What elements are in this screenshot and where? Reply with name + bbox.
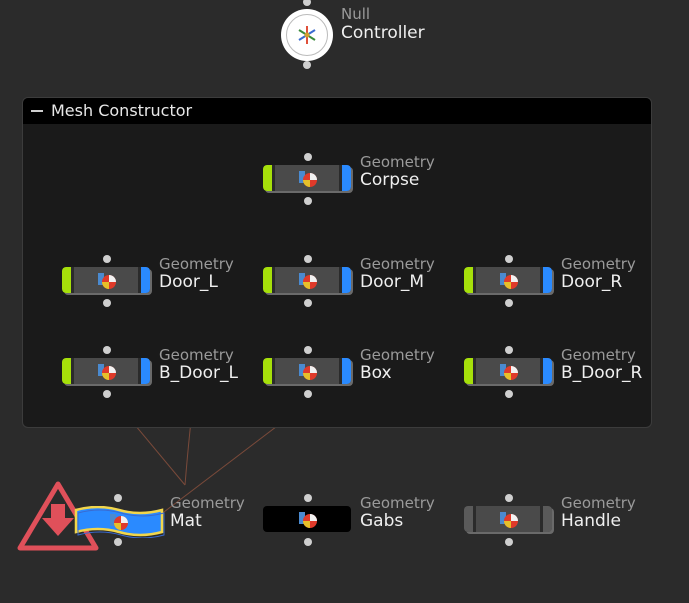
node-body[interactable]: [263, 358, 351, 384]
render-flag[interactable]: [339, 358, 351, 384]
node-name-label: Box: [360, 363, 392, 383]
controller-name-label: Controller: [341, 23, 425, 43]
geometry-node-icon: [110, 514, 128, 530]
node-name-label: Handle: [561, 511, 621, 531]
render-flag[interactable]: [138, 358, 150, 384]
display-flag[interactable]: [263, 267, 275, 293]
output-connector[interactable]: [304, 538, 312, 546]
controller-type-label: Null: [341, 5, 371, 23]
geometry-node-icon: [500, 364, 518, 380]
input-connector[interactable]: [505, 346, 513, 354]
display-flag[interactable]: [62, 267, 74, 293]
render-flag[interactable]: [540, 358, 552, 384]
node-body[interactable]: [263, 506, 351, 532]
output-connector[interactable]: [103, 390, 111, 398]
node-name-label: Door_L: [159, 272, 218, 292]
geometry-node-icon: [299, 171, 317, 187]
geometry-node-icon: [500, 273, 518, 289]
node-type-label: Geometry: [561, 494, 636, 512]
node-name-label: Door_M: [360, 272, 425, 292]
node-body[interactable]: [464, 267, 552, 293]
null-node-icon: [298, 26, 316, 44]
node-mat[interactable]: Geometry Mat: [73, 494, 245, 546]
controller-null-node[interactable]: [281, 9, 333, 61]
output-connector[interactable]: [304, 299, 312, 307]
render-flag[interactable]: [540, 267, 552, 293]
node-gabs[interactable]: Geometry Gabs: [263, 494, 435, 546]
controller-output[interactable]: [303, 61, 311, 69]
node-name-label: Mat: [170, 511, 202, 531]
node-body[interactable]: [62, 358, 150, 384]
display-flag[interactable]: [62, 358, 74, 384]
node-name-label: Corpse: [360, 170, 420, 190]
node-name-label: B_Door_R: [561, 363, 643, 383]
node-type-label: Geometry: [159, 346, 234, 364]
controller-input[interactable]: [303, 0, 311, 6]
render-flag[interactable]: [138, 267, 150, 293]
display-flag[interactable]: [464, 358, 476, 384]
node-door-r[interactable]: Geometry Door_R: [464, 255, 636, 307]
input-connector[interactable]: [505, 255, 513, 263]
node-type-label: Geometry: [561, 255, 636, 273]
geometry-node-icon: [500, 512, 518, 528]
output-connector[interactable]: [114, 538, 122, 546]
output-connector[interactable]: [505, 390, 513, 398]
render-flag[interactable]: [540, 506, 552, 532]
render-flag[interactable]: [339, 267, 351, 293]
null-ring: [286, 14, 328, 56]
collapse-icon[interactable]: [31, 110, 43, 112]
output-connector[interactable]: [103, 299, 111, 307]
output-connector[interactable]: [304, 197, 312, 205]
network-box-header[interactable]: Mesh Constructor: [23, 98, 651, 124]
node-body[interactable]: [263, 267, 351, 293]
node-name-label: Gabs: [360, 511, 404, 531]
node-type-label: Geometry: [360, 346, 435, 364]
input-connector[interactable]: [304, 494, 312, 502]
node-body[interactable]: [464, 358, 552, 384]
geometry-node-icon: [299, 273, 317, 289]
geometry-node-icon: [98, 364, 116, 380]
node-b-door-l[interactable]: Geometry B_Door_L: [62, 346, 238, 398]
input-connector[interactable]: [103, 346, 111, 354]
node-type-label: Geometry: [170, 494, 245, 512]
display-flag[interactable]: [263, 165, 275, 191]
node-corpse[interactable]: Geometry Corpse: [263, 153, 435, 205]
node-b-door-r[interactable]: Geometry B_Door_R: [464, 346, 642, 398]
output-connector[interactable]: [304, 390, 312, 398]
geometry-node-icon: [299, 512, 317, 528]
display-flag[interactable]: [464, 267, 476, 293]
network-box-title: Mesh Constructor: [51, 101, 193, 120]
output-connector[interactable]: [505, 538, 513, 546]
node-type-label: Geometry: [360, 494, 435, 512]
display-flag[interactable]: [464, 506, 476, 532]
display-flag[interactable]: [263, 358, 275, 384]
render-flag[interactable]: [339, 165, 351, 191]
node-door-m[interactable]: Geometry Door_M: [263, 255, 435, 307]
input-connector[interactable]: [304, 255, 312, 263]
input-connector[interactable]: [304, 346, 312, 354]
node-box[interactable]: Geometry Box: [263, 346, 435, 398]
node-body[interactable]: [62, 267, 150, 293]
node-door-l[interactable]: Geometry Door_L: [62, 255, 234, 307]
input-connector[interactable]: [103, 255, 111, 263]
node-type-label: Geometry: [360, 255, 435, 273]
geometry-node-icon: [98, 273, 116, 289]
node-type-label: Geometry: [561, 346, 636, 364]
node-type-label: Geometry: [159, 255, 234, 273]
geometry-node-icon: [299, 364, 317, 380]
input-connector[interactable]: [304, 153, 312, 161]
node-name-label: Door_R: [561, 272, 623, 292]
node-type-label: Geometry: [360, 153, 435, 171]
node-body[interactable]: [263, 165, 351, 191]
input-connector[interactable]: [505, 494, 513, 502]
node-body[interactable]: [464, 506, 552, 532]
input-connector[interactable]: [114, 494, 122, 502]
node-name-label: B_Door_L: [159, 363, 239, 383]
output-connector[interactable]: [505, 299, 513, 307]
node-handle[interactable]: Geometry Handle: [464, 494, 636, 546]
